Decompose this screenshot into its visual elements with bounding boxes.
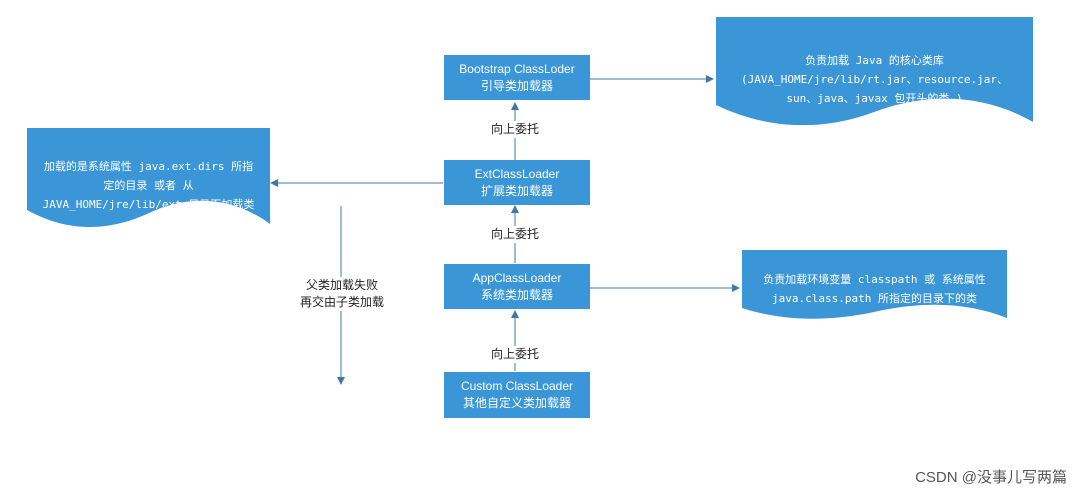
document-shape <box>716 17 1033 125</box>
edge-label-delegate-up: 向上委托 <box>483 226 547 243</box>
bootstrap-classloader-name: Bootstrap ClassLoder <box>459 61 575 76</box>
app-classloader-desc: 系统类加载器 <box>480 287 553 302</box>
bootstrap-classloader-desc: 引导类加载器 <box>480 78 553 93</box>
bootstrap-note-document: 负责加载 Java 的核心类库 (JAVA_HOME/jre/lib/rt.ja… <box>716 17 1033 125</box>
custom-classloader-desc: 其他自定义类加载器 <box>462 396 571 410</box>
app-classloader-name: AppClassLoader <box>472 270 562 285</box>
app-note-line2: java.class.path 所指定的目录下的类 <box>772 292 977 305</box>
document-shape <box>742 250 1007 319</box>
ext-note-document: 加载的是系统属性 java.ext.dirs 所指 定的目录 或者 从 JAVA… <box>27 128 270 230</box>
app-note-line1: 负责加载环境变量 classpath 或 系统属性 <box>763 273 986 286</box>
ext-note-line1: 加载的是系统属性 java.ext.dirs 所指 <box>43 160 254 173</box>
watermark: CSDN @没事儿写两篇 <box>915 469 1067 486</box>
fallback-label: 父类加载失败 再交由子类加载 <box>272 277 412 311</box>
document-shape <box>27 128 270 228</box>
ext-classloader-name: ExtClassLoader <box>474 166 560 181</box>
custom-classloader-name: Custom ClassLoader <box>460 379 574 393</box>
fallback-label-line1: 父类加载失败 <box>305 278 378 292</box>
edge-label-delegate-up: 向上委托 <box>483 346 547 363</box>
bootstrap-classloader-box: Bootstrap ClassLoder 引导类加载器 <box>444 55 590 100</box>
app-note-document: 负责加载环境变量 classpath 或 系统属性 java.class.pat… <box>742 250 1007 322</box>
fallback-label-line2: 再交由子类加载 <box>299 295 384 309</box>
bootstrap-note-line2: (JAVA_HOME/jre/lib/rt.jar、resource.jar、 <box>740 73 1009 86</box>
edge-label-delegate-up: 向上委托 <box>483 121 547 138</box>
ext-note-line2: 定的目录 或者 从 <box>103 179 194 192</box>
custom-classloader-box: Custom ClassLoader 其他自定义类加载器 <box>444 372 590 418</box>
ext-note-line3: JAVA_HOME/jre/lib/ext 目录下加载类 <box>42 198 255 211</box>
app-classloader-box: AppClassLoader 系统类加载器 <box>444 264 590 309</box>
bootstrap-note-line1: 负责加载 Java 的核心类库 <box>805 54 944 67</box>
bootstrap-note-line3: sun、java、javax 包开头的类 ) <box>786 92 963 105</box>
ext-classloader-desc: 扩展类加载器 <box>480 183 553 198</box>
ext-classloader-box: ExtClassLoader 扩展类加载器 <box>444 160 590 205</box>
